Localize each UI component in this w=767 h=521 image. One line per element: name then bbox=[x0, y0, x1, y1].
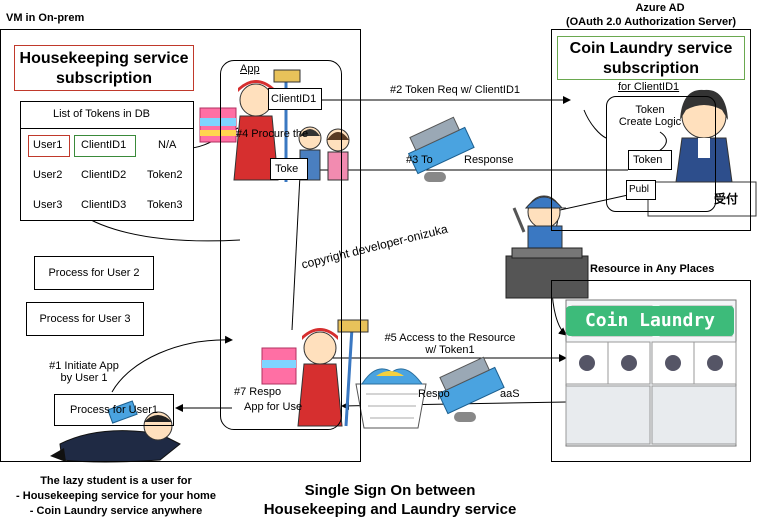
vm-container bbox=[0, 29, 361, 462]
table-divider bbox=[20, 128, 194, 129]
arrow1-label: #1 Initiate App by User 1 bbox=[44, 360, 124, 384]
housekeeping-title-line2: subscription bbox=[55, 70, 152, 87]
resource-title: Resource in Any Places bbox=[590, 263, 715, 275]
app-container bbox=[220, 60, 342, 430]
table-cell-user2: User2 bbox=[33, 169, 63, 181]
coin-laundry-title-line1: Coin Laundry service bbox=[569, 40, 733, 57]
app-label: App bbox=[240, 63, 260, 75]
diagram-title-line2: Housekeeping and Laundry service bbox=[263, 501, 517, 518]
table-cell-token2: Token2 bbox=[147, 169, 183, 181]
arrow1-label-line1: #1 Initiate App bbox=[49, 360, 119, 372]
student-caption-line2: - Housekeeping service for your home bbox=[16, 490, 216, 502]
azure-for-client: for ClientID1 bbox=[618, 81, 680, 93]
arrow1-label-line2: by User 1 bbox=[60, 372, 108, 384]
coin-laundry-sign: Coin Laundry bbox=[566, 306, 734, 336]
process-user3: Process for User 3 bbox=[26, 302, 144, 336]
azure-title-line1: Azure AD bbox=[635, 2, 685, 14]
app-procure-label: #4 Procure the bbox=[236, 128, 309, 140]
student-caption-line1: The lazy student is a user for bbox=[40, 475, 192, 487]
app-clientid-box: ClientID1 bbox=[268, 88, 322, 110]
arrow-vertical-app bbox=[291, 174, 301, 331]
arrow5-label-line1: #5 Access to the Resource bbox=[384, 332, 516, 344]
table-cell-token3: Token3 bbox=[147, 199, 183, 211]
token-create-line2: Create Logic bbox=[618, 116, 682, 128]
table-cell-user3: User3 bbox=[33, 199, 63, 211]
token-create-logic: Token Create Logic bbox=[610, 104, 690, 128]
housekeeper-icon bbox=[199, 69, 301, 182]
table-cell-client1: ClientID1 bbox=[81, 139, 127, 151]
table-cell-client2: ClientID2 bbox=[81, 169, 127, 181]
azure-inner-container bbox=[606, 96, 716, 212]
table-cell-client3: ClientID3 bbox=[81, 199, 127, 211]
token-list-header: List of Tokens in DB bbox=[53, 108, 151, 120]
coin-laundry-service-title: Coin Laundry service subscription bbox=[557, 36, 745, 80]
arrow-initiate-app bbox=[111, 335, 233, 393]
reception-sign: 受付 bbox=[714, 192, 739, 206]
vm-title: VM in On-prem bbox=[6, 12, 85, 24]
coin-laundry-title-line2: subscription bbox=[602, 60, 699, 77]
money-tray-icon-2 bbox=[437, 356, 505, 422]
arrow5-label: #5 Access to the Resource w/ Token1 bbox=[380, 332, 520, 356]
table-cell-user1: User1 bbox=[33, 139, 63, 151]
table-cell-token1: N/A bbox=[158, 139, 177, 151]
resource-response-fragment: Respo bbox=[418, 388, 450, 400]
token-create-line1: Token bbox=[635, 104, 665, 116]
student-caption-line3: - Coin Laundry service anywhere bbox=[29, 505, 203, 517]
arrow7-label-line1: #7 Respo bbox=[234, 386, 282, 398]
sleeping-student-icon bbox=[50, 400, 181, 463]
azure-container bbox=[551, 29, 751, 231]
user1-highlight bbox=[28, 135, 70, 157]
housekeeping-service-title: Housekeeping service subscription bbox=[14, 45, 194, 91]
arrow7-label-line2: App for Use bbox=[244, 401, 303, 413]
laundry-basket-icon bbox=[355, 368, 427, 429]
token-list-table bbox=[20, 101, 194, 221]
arrow-azure-loop bbox=[583, 109, 607, 139]
process-user2: Process for User 2 bbox=[34, 256, 154, 290]
process-user1: Process for User1 bbox=[54, 394, 174, 426]
toolbox bbox=[505, 255, 589, 299]
azure-token-box: Token bbox=[628, 150, 672, 170]
azure-title-line2: (OAuth 2.0 Authorization Server) bbox=[565, 16, 737, 28]
arrow5-label-line2: w/ Token1 bbox=[425, 344, 475, 356]
azure-public-key-box: Publ bbox=[626, 180, 656, 200]
diagram-title-line1: Single Sign On between bbox=[304, 482, 476, 499]
client1-highlight bbox=[74, 135, 136, 157]
resource-container bbox=[551, 280, 751, 462]
app-token-box: Toke bbox=[270, 158, 308, 180]
student-caption: The lazy student is a user for - Houseke… bbox=[0, 474, 232, 519]
money-tray-icon bbox=[407, 116, 475, 182]
arrow3-label-prefix: #3 To bbox=[406, 154, 433, 166]
diagram-title: Single Sign On between Housekeeping and … bbox=[250, 481, 530, 519]
saas-fragment: aaS bbox=[500, 388, 520, 400]
arrow3-label-suffix: Response bbox=[464, 154, 514, 166]
housekeeping-title-line1: Housekeeping service bbox=[19, 50, 189, 67]
arrow2-label: #2 Token Req w/ ClientID1 bbox=[390, 84, 521, 96]
